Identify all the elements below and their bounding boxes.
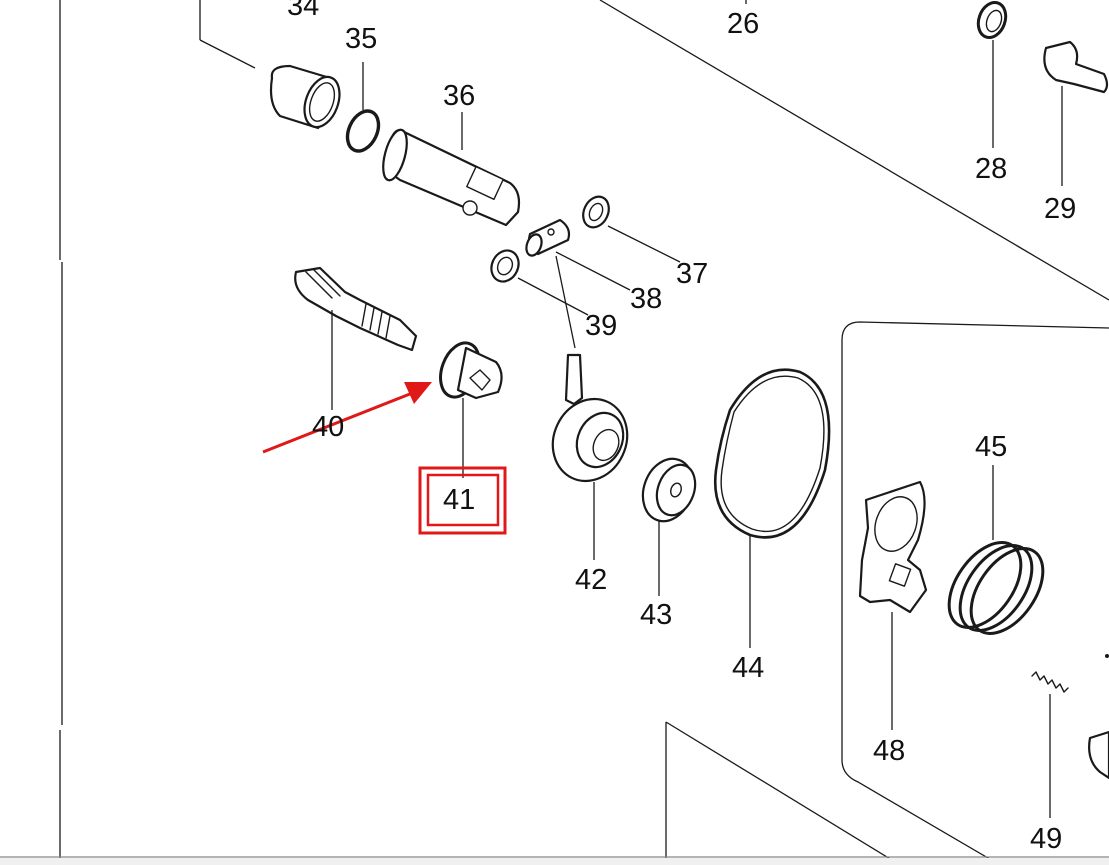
- part-49-small-spring: [1031, 671, 1069, 818]
- part-36-tube: [382, 112, 521, 227]
- label-40: 40: [312, 411, 344, 443]
- label-26: 26: [727, 8, 759, 40]
- label-38: 38: [630, 283, 662, 315]
- part-labels: 26 28 29 34 35 36 37 38 39 40 41 42 43 4…: [287, 0, 1076, 855]
- part-38-pin: [525, 218, 631, 291]
- label-37: 37: [676, 258, 708, 290]
- part-39-washer: [490, 249, 589, 349]
- part-41-coupling: [439, 341, 503, 478]
- label-49: 49: [1030, 823, 1062, 855]
- label-48: 48: [873, 735, 905, 767]
- part-43-gear: [641, 457, 697, 596]
- part-45-spring: [947, 465, 1045, 635]
- label-39: 39: [585, 310, 617, 342]
- label-28: 28: [975, 153, 1007, 185]
- label-34: 34: [287, 0, 319, 22]
- part-42-housing: [551, 353, 629, 560]
- part-44-gasket: [713, 368, 831, 648]
- part-48-bracket: [858, 480, 928, 730]
- label-29: 29: [1044, 193, 1076, 225]
- highlight-overlay: [262, 382, 507, 535]
- highlight-box: [418, 466, 507, 535]
- label-36: 36: [443, 80, 475, 112]
- label-45: 45: [975, 431, 1007, 463]
- highlight-arrow-shaft: [262, 390, 416, 454]
- edge-mark: [1105, 654, 1109, 658]
- part-28-seal: [976, 1, 1008, 148]
- label-44: 44: [732, 652, 764, 684]
- part-40-shaft: [294, 266, 418, 410]
- part-34-cylinder: [269, 64, 341, 130]
- label-43: 43: [640, 599, 672, 631]
- label-41: 41: [443, 484, 475, 516]
- part-37-washer: [582, 195, 681, 263]
- part-35-o-ring: [345, 62, 381, 153]
- highlight-arrowhead: [404, 382, 432, 404]
- highlight-inner-box: [426, 473, 500, 527]
- label-42: 42: [575, 564, 607, 596]
- label-35: 35: [345, 23, 377, 55]
- edge-part-right: [1088, 730, 1109, 780]
- part-29-bolt: [1043, 40, 1109, 186]
